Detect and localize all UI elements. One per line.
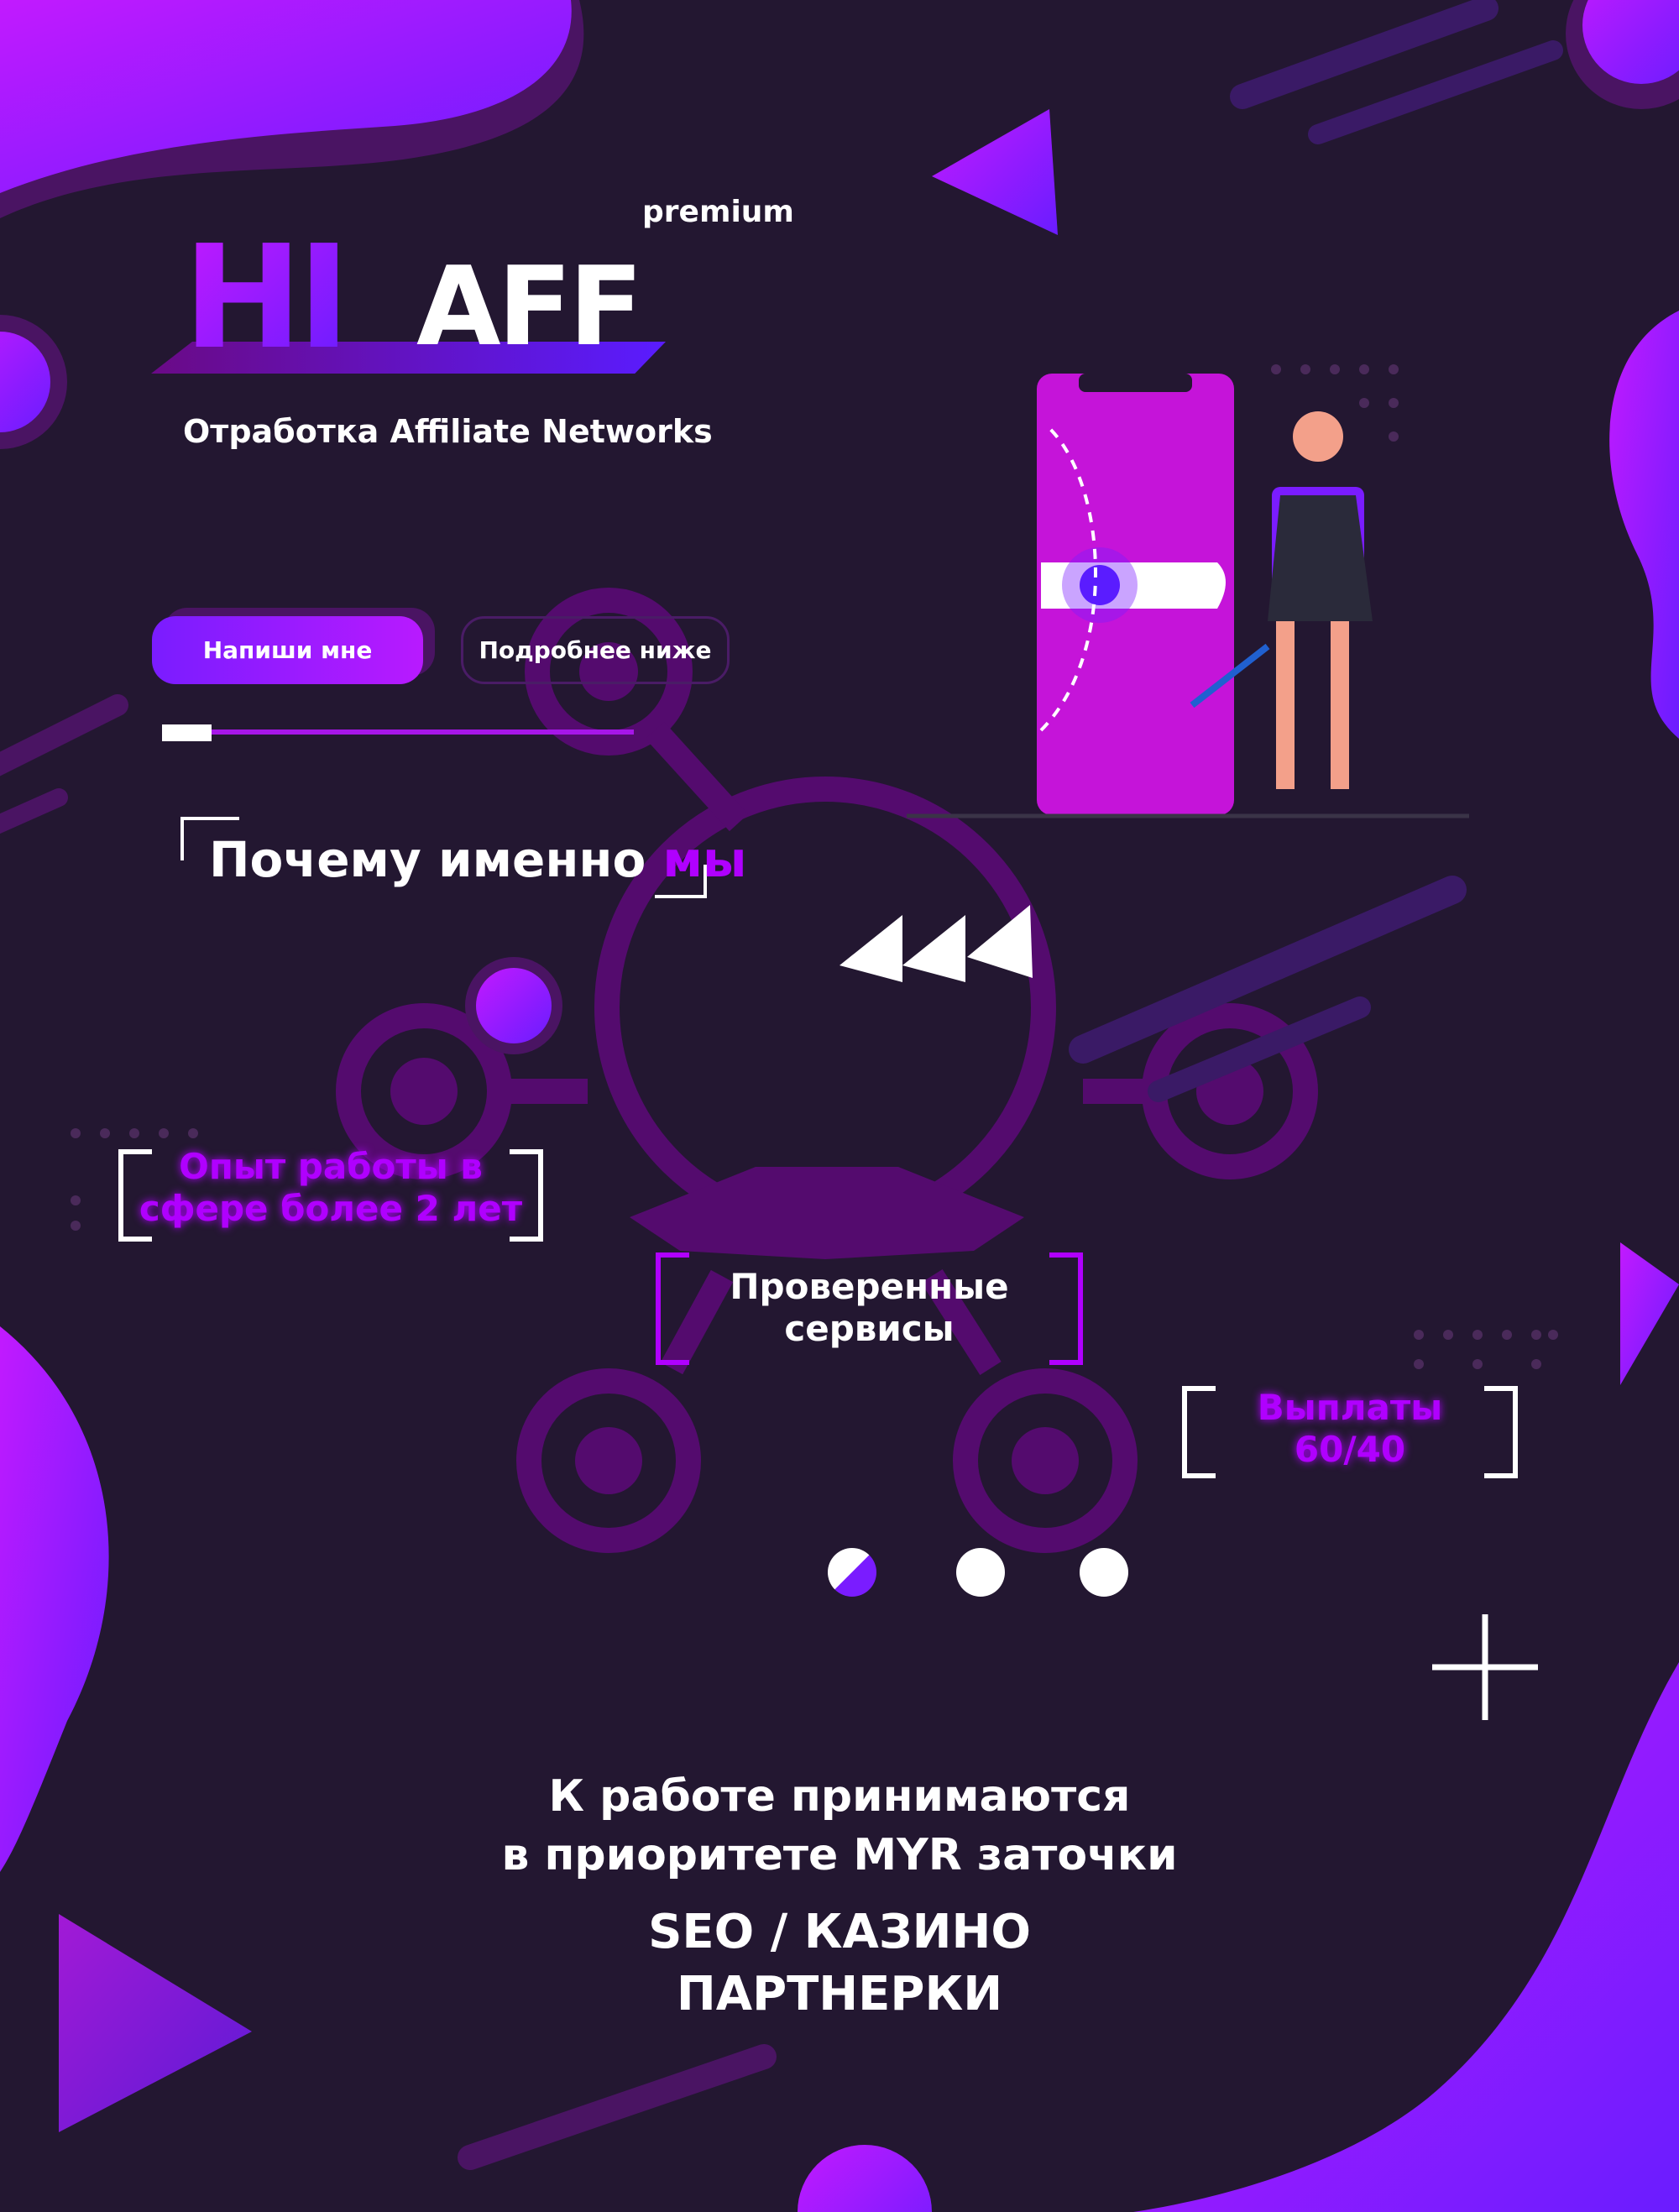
dot-grids: [71, 364, 1558, 1369]
feature-line: Проверенные: [730, 1266, 1009, 1307]
feature-experience: Опыт работы в сфере более 2 лет: [118, 1146, 543, 1231]
premium-label: premium: [642, 195, 794, 229]
heading-main: Почему именно: [209, 831, 646, 888]
triangle-top: [932, 109, 1058, 235]
bracket-right: [1484, 1386, 1518, 1478]
blob-top-left-inner: [0, 0, 572, 193]
blob-bottom-right: [1133, 1662, 1679, 2212]
carousel-dot[interactable]: [956, 1548, 1005, 1597]
triangle-bottom-left: [59, 1914, 252, 2132]
bracket-left: [118, 1149, 152, 1242]
bracket-left: [1182, 1386, 1216, 1478]
carousel-dot[interactable]: [1080, 1548, 1128, 1597]
progress-indicator: [162, 724, 212, 741]
bracket-right: [1049, 1252, 1083, 1365]
logo-underbar: [151, 342, 666, 374]
feature-payouts: Выплаты 60/40: [1182, 1387, 1518, 1472]
section-heading: Почему именно мы: [209, 831, 746, 888]
feature-line: Выплаты: [1257, 1387, 1443, 1428]
bottom-line: К работе принимаются: [548, 1771, 1131, 1822]
logo-text: AFF: [416, 243, 643, 370]
feature-verified-services: Проверенные сервисы: [656, 1266, 1083, 1351]
rewind-triangles: [840, 905, 1033, 982]
feature-line: сфере более 2 лет: [139, 1188, 523, 1230]
subtitle: Отработка Affiliate Networks: [183, 413, 713, 450]
heading-accent: мы: [662, 831, 747, 888]
bottom-text: К работе принимаются в приоритете MYR за…: [0, 1767, 1679, 1885]
heading-corners: [180, 817, 707, 898]
feature-line: сервисы: [784, 1308, 955, 1350]
bottom-line: в приоритете MYR заточки: [501, 1830, 1178, 1880]
bottom-line: ПАРТНЕРКИ: [676, 1967, 1003, 2021]
bottom-categories: SEO / КАЗИНО ПАРТНЕРКИ: [0, 1901, 1679, 2026]
carousel-dot-active[interactable]: [828, 1548, 876, 1597]
bracket-right: [510, 1149, 543, 1242]
bottom-line: SEO / КАЗИНО: [648, 1905, 1031, 1959]
feature-line: Опыт работы в: [179, 1146, 483, 1187]
bracket-left: [656, 1252, 689, 1365]
plus-icon: [1432, 1614, 1538, 1720]
progress-track: [162, 729, 634, 735]
blob-left: [0, 1326, 109, 1872]
phone-illustration: [907, 374, 1469, 818]
blob-right: [1609, 311, 1679, 739]
logo-mark: HI: [183, 215, 351, 381]
triangle-right: [1620, 1242, 1679, 1385]
more-below-button[interactable]: Подробнее ниже: [461, 616, 730, 684]
write-me-button[interactable]: Напиши мне: [152, 616, 423, 684]
feature-line: 60/40: [1294, 1429, 1406, 1471]
